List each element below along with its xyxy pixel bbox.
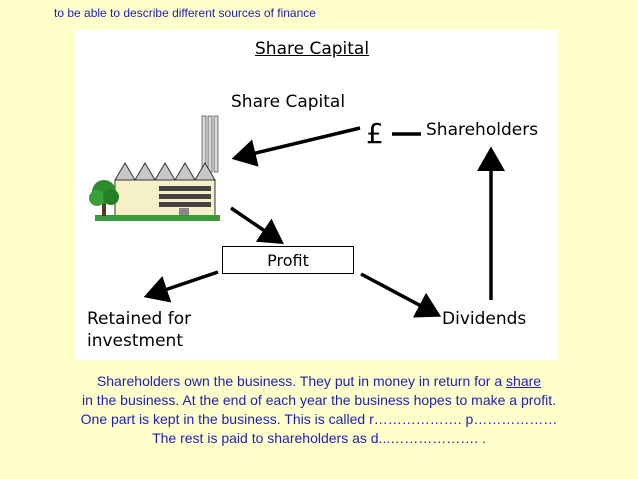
- factory-chimney: [214, 116, 218, 172]
- text-line-1: Shareholders own the business. They put …: [0, 372, 638, 391]
- dividends-label: Dividends: [442, 309, 526, 329]
- arrow-profit-to-retained: [147, 272, 218, 296]
- factory-chimney: [208, 116, 212, 172]
- explanation-text: Shareholders own the business. They put …: [0, 372, 638, 448]
- text-line-2: in the business. At the end of each year…: [0, 391, 638, 410]
- retained-for-investment-label: Retained for investment: [87, 308, 191, 352]
- shareholders-label: Shareholders: [426, 120, 538, 140]
- share-link[interactable]: share: [506, 373, 541, 389]
- share-capital-label: Share Capital: [231, 92, 345, 112]
- diagram-title: Share Capital: [255, 39, 369, 59]
- learning-objective: to be able to describe different sources…: [54, 6, 316, 20]
- arrow-profit-to-dividends: [361, 274, 438, 315]
- retained-line-2: investment: [87, 330, 191, 352]
- factory-icon: [89, 116, 220, 221]
- text-line-4: The rest is paid to shareholders as d...…: [0, 429, 638, 448]
- text-line-1-prefix: Shareholders own the business. They put …: [97, 373, 506, 389]
- pound-symbol: £: [366, 117, 384, 150]
- arrow-shareholders-to-business: [235, 128, 360, 158]
- factory-roof: [115, 163, 215, 180]
- retained-line-1: Retained for: [87, 308, 191, 330]
- profit-box: Profit: [222, 246, 354, 274]
- diagram-panel: Share Capital Share Capital £ Shareholde…: [75, 30, 557, 360]
- text-line-3: One part is kept in the business. This i…: [0, 410, 638, 429]
- arrow-business-to-profit: [231, 208, 281, 242]
